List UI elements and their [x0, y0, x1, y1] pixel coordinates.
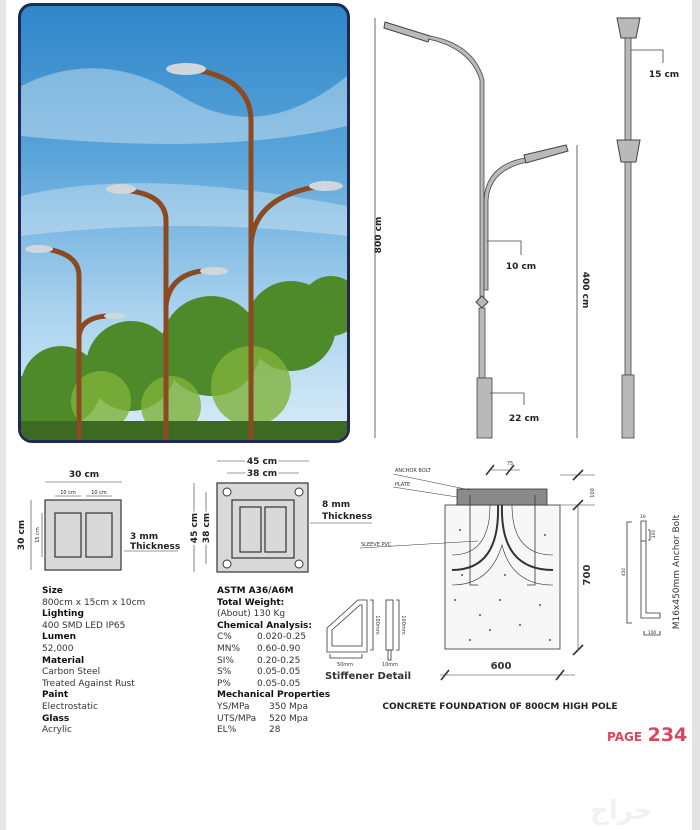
spec-value: 52,000	[42, 643, 74, 654]
concrete-foundation	[359, 464, 595, 681]
branch-height-label: 400 cm	[580, 272, 590, 309]
foundation-width-label: 600	[491, 661, 512, 672]
chem-row: MN%0.60-0.90	[217, 643, 301, 654]
thickness-label: Thickness	[322, 512, 372, 522]
base-plate-small	[30, 481, 178, 571]
stiffener-width-label: 50mm	[337, 662, 353, 668]
page-number-value: 234	[647, 724, 688, 746]
chem-row: P%0.05-0.05	[217, 678, 301, 689]
chem-row: C%0.020-0.25	[217, 632, 307, 643]
bolt-spacing-label: 75	[507, 461, 513, 467]
page-edge-right	[692, 0, 700, 830]
anchor-bolt-drawing	[626, 520, 661, 636]
inner-width-label: 38 cm	[247, 469, 277, 479]
bolt-diameter-label: 16	[640, 514, 646, 520]
spec-label: Material	[42, 655, 85, 666]
spec-value: 400 SMD LED IP65	[42, 620, 126, 631]
chem-row: SI%0.20-0.25	[217, 655, 301, 666]
thickness-label: 3 mm	[130, 532, 158, 542]
thickness-label: 8 mm	[322, 500, 350, 510]
foundation-depth-label: 700	[582, 565, 593, 586]
foundation-title: CONCRETE FOUNDATION 0F 800CM HIGH POLE	[382, 702, 618, 712]
base-plate-large	[193, 460, 372, 573]
standard-label: ASTM A36/A6M	[217, 586, 294, 596]
outer-width-label: 45 cm	[247, 457, 277, 467]
page-number: PAGE 234	[607, 724, 687, 746]
sleeve-label: SLEEVE PVC	[361, 542, 392, 548]
arm-diameter-label: 10 cm	[506, 262, 536, 272]
spec-value: 800cm x 15cm x 10cm	[42, 597, 146, 608]
base-diameter-label: 22 cm	[509, 414, 539, 424]
page-edge-left	[0, 0, 6, 830]
mech-row: EL%28	[217, 725, 281, 736]
plate-width-label: 30 cm	[69, 470, 99, 480]
stiffener-drawing	[326, 599, 400, 661]
page-label: PAGE	[607, 730, 643, 744]
outer-height-label: 45 cm	[190, 513, 200, 543]
stiffener-title: Stiffener Detail	[325, 671, 411, 682]
anchor-bolt-title: M16x450mm Anchor Bolt	[672, 514, 682, 629]
specs-right: ASTM A36/A6M Total Weight: (About) 130 K…	[217, 586, 330, 737]
plate-height-label: 100	[590, 488, 596, 498]
plate-label: PLATE	[395, 482, 410, 488]
total-height-label: 800 cm	[374, 217, 384, 254]
pole-elevation	[374, 17, 664, 439]
bolt-length-label: 450	[621, 568, 627, 577]
chem-row: S%0.05-0.05	[217, 667, 301, 678]
mech-label: Mechanical Properties	[217, 690, 331, 701]
spec-label: Paint	[42, 690, 69, 701]
spec-label: Glass	[42, 713, 70, 724]
thickness-label: Thickness	[130, 542, 180, 552]
watermark-logo: حراج	[590, 796, 653, 826]
top-diameter-label: 15 cm	[649, 70, 679, 80]
bolt-thread-label: 100	[651, 530, 657, 539]
cell-width-label: 10 cm	[60, 490, 76, 496]
spec-label: Lighting	[42, 609, 84, 620]
spec-value: Electrostatic	[42, 701, 98, 712]
inner-height-label: 38 cm	[202, 513, 212, 543]
spec-value: Treated Against Rust	[42, 678, 135, 689]
chem-label: Chemical Analysis:	[217, 620, 313, 631]
cell-width-label: 10 cm	[91, 490, 107, 496]
spec-label: Size	[42, 586, 63, 596]
street-light-photo	[18, 3, 350, 443]
bolt-hook-label: 100	[648, 630, 657, 636]
photo-illustration	[21, 63, 347, 440]
weight-label: Total Weight:	[217, 597, 285, 608]
cell-height-label: 15 cm	[35, 527, 41, 543]
stiffener-height-label: 100mm	[400, 615, 406, 634]
spec-label: Lumen	[42, 632, 77, 643]
plate-height-label: 30 cm	[17, 520, 27, 550]
spec-value: Acrylic	[42, 725, 72, 736]
spec-value: Carbon Steel	[42, 667, 101, 678]
anchor-bolt-label: ANCHOR BOLT	[395, 468, 432, 474]
stiffener-thickness-label: 10mm	[382, 662, 398, 668]
weight-value: (About) 130 Kg	[217, 609, 286, 620]
stiffener-height-label: 100mm	[374, 615, 380, 634]
